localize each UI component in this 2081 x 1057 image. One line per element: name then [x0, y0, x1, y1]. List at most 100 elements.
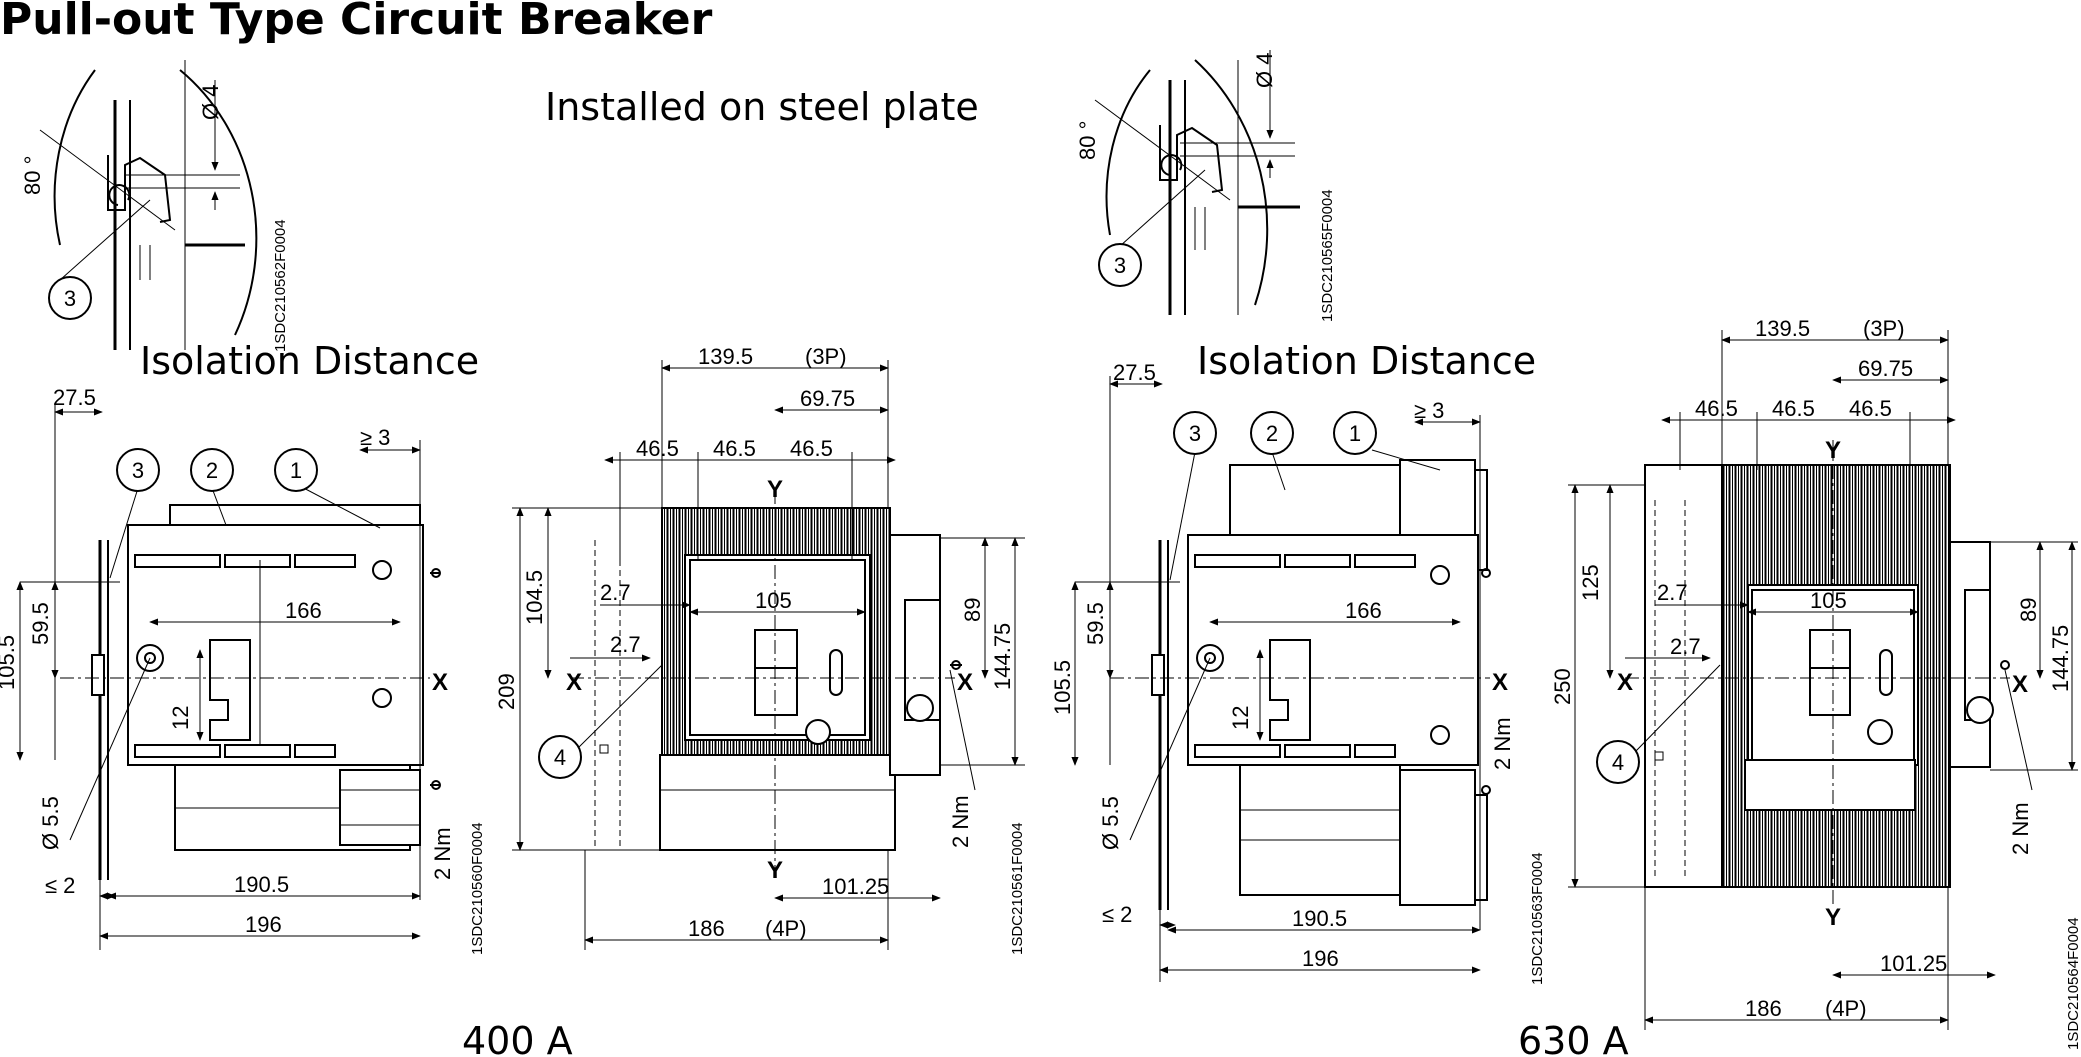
dim-209-left: 209	[494, 673, 519, 710]
dim-69-75-right: 69.75	[1858, 356, 1913, 381]
mounting-detail-left: 80 ° Ø 4 3	[20, 60, 258, 350]
dim-59-5-right: 59.5	[1083, 602, 1108, 645]
callout-3-side-right	[1173, 411, 1217, 455]
dim-3p-right: (3P)	[1863, 316, 1905, 341]
svg-text:4: 4	[1612, 750, 1624, 775]
angle-80-left: 80 °	[20, 156, 45, 195]
svg-text:3: 3	[132, 458, 144, 483]
dim-2-7-left-a: 2.7	[600, 580, 631, 605]
dim-46-5-right-a: 46.5	[1695, 396, 1738, 421]
axis-x-front-left-b: X	[957, 669, 973, 696]
isolation-label-left: Isolation Distance	[140, 339, 479, 383]
svg-text:2: 2	[206, 458, 218, 483]
svg-text:3: 3	[1189, 421, 1201, 446]
page-title: Pull-out Type Circuit Breaker	[0, 0, 713, 45]
dim-4p-left: (4P)	[765, 916, 807, 941]
dim-105-5-left: 105.5	[0, 635, 19, 690]
axis-x-front-left-a: X	[566, 669, 582, 696]
dim-125-right: 125	[1578, 564, 1603, 601]
dim-46-5-left-a: 46.5	[636, 436, 679, 461]
callout-2-side-left	[190, 448, 234, 492]
drawing-code-front-left: 1SDC210561F0004	[1009, 822, 1026, 955]
dim-190-5-left: 190.5	[234, 872, 289, 897]
drawing-code-side-left: 1SDC210560F0004	[469, 822, 486, 955]
torque-front-left: 2 Nm	[948, 795, 973, 848]
svg-text:4: 4	[554, 745, 566, 770]
dim-104-5-left: 104.5	[522, 570, 547, 625]
dim-27-5-right: 27.5	[1113, 360, 1156, 385]
axis-x-side-left: X	[432, 669, 448, 696]
callout-3-detail-left-label: 3	[64, 286, 76, 311]
breaker-body-side-630a	[1187, 534, 1479, 766]
dim-105-right: 105	[1810, 588, 1847, 613]
dim-196-left: 196	[245, 912, 282, 937]
callout-3-detail-left	[48, 276, 92, 320]
callout-3-detail-right-label: 3	[1114, 253, 1126, 278]
torque-front-right: 2 Nm	[2008, 802, 2033, 855]
dim-105-left: 105	[755, 588, 792, 613]
dim-4p-right: (4P)	[1825, 996, 1867, 1021]
dim-ge3-right: ≥ 3	[1414, 398, 1444, 423]
callout-4-front-left	[538, 735, 582, 779]
dim-2-7-right-a: 2.7	[1657, 580, 1688, 605]
dim-69-75-left: 69.75	[800, 386, 855, 411]
dim-89-left: 89	[960, 598, 985, 622]
side-view-630a: 27.5 ≥ 3 166 59.5 105.5 12 Ø 5.5 ≤ 2 190…	[1050, 360, 1515, 982]
dim-89-right: 89	[2016, 598, 2041, 622]
dim-101-25-right: 101.25	[1880, 951, 1947, 976]
mounting-detail-right: 80 ° Ø 4 3	[1075, 50, 1300, 315]
dim-105-5-right: 105.5	[1050, 660, 1075, 715]
angle-80-right: 80 °	[1075, 121, 1100, 160]
dim-250-right: 250	[1550, 668, 1575, 705]
callout-1-side-left	[274, 448, 318, 492]
isolation-label-right: Isolation Distance	[1197, 339, 1536, 383]
svg-text:1: 1	[1349, 421, 1361, 446]
dim-144-75-left: 144.75	[990, 623, 1015, 690]
drawing-code-detail-left: 1SDC210562F0004	[272, 219, 289, 352]
rating-630a: 630 A	[1518, 1019, 1629, 1057]
dim-46-5-left-b: 46.5	[713, 436, 756, 461]
dim-3p-left: (3P)	[805, 344, 847, 369]
dim-5-5-left: Ø 5.5	[38, 796, 63, 850]
dim-12-right: 12	[1228, 706, 1253, 730]
dim-190-5-right: 190.5	[1292, 906, 1347, 931]
dim-le2-left: ≤ 2	[45, 873, 75, 898]
hole-4-left: Ø 4	[198, 85, 223, 120]
callout-4-front-right	[1596, 740, 1640, 784]
callout-3-side-left	[116, 448, 160, 492]
hole-4-right: Ø 4	[1252, 53, 1277, 88]
dim-2-7-right-b: 2.7	[1670, 634, 1701, 659]
dim-186-left: 186	[688, 916, 725, 941]
dim-59-5-left: 59.5	[28, 602, 53, 645]
dim-166-left: 166	[285, 598, 322, 623]
svg-text:1: 1	[290, 458, 302, 483]
installed-label: Installed on steel plate	[545, 85, 979, 129]
axis-y-front-right-bottom: Y	[1825, 904, 1841, 931]
callout-2-side-right	[1250, 411, 1294, 455]
dim-46-5-right-c: 46.5	[1849, 396, 1892, 421]
drawing-code-front-right: 1SDC210564F0004	[2065, 917, 2081, 1050]
axis-x-front-right-b: X	[2012, 671, 2028, 698]
dim-196-right: 196	[1302, 946, 1339, 971]
dim-2-7-left-b: 2.7	[610, 632, 641, 657]
svg-text:2: 2	[1266, 421, 1278, 446]
dim-12-left: 12	[168, 706, 193, 730]
dim-139-5-left: 139.5	[698, 344, 753, 369]
dim-139-5-right: 139.5	[1755, 316, 1810, 341]
dim-101-25-left: 101.25	[822, 874, 889, 899]
axis-y-front-left-top: Y	[767, 476, 783, 503]
rating-400a: 400 A	[462, 1019, 573, 1057]
drawing-code-side-right: 1SDC210563F0004	[1529, 852, 1546, 985]
dim-166-right: 166	[1345, 598, 1382, 623]
axis-y-front-right-top: Y	[1825, 437, 1841, 464]
dim-186-right: 186	[1745, 996, 1782, 1021]
dim-144-75-right: 144.75	[2048, 625, 2073, 692]
torque-side-left: 2 Nm	[430, 827, 455, 880]
dim-5-5-right: Ø 5.5	[1098, 796, 1123, 850]
dim-ge3-left: ≥ 3	[360, 425, 390, 450]
drawing-code-detail-right: 1SDC210565F0004	[1319, 189, 1336, 322]
dim-46-5-left-c: 46.5	[790, 436, 833, 461]
side-view-400a: 27.5 ≥ 3 166 59.5 105.5 12 Ø 5.5 ≤ 2 190…	[0, 385, 455, 950]
callout-1-side-right	[1333, 411, 1377, 455]
dim-46-5-right-b: 46.5	[1772, 396, 1815, 421]
